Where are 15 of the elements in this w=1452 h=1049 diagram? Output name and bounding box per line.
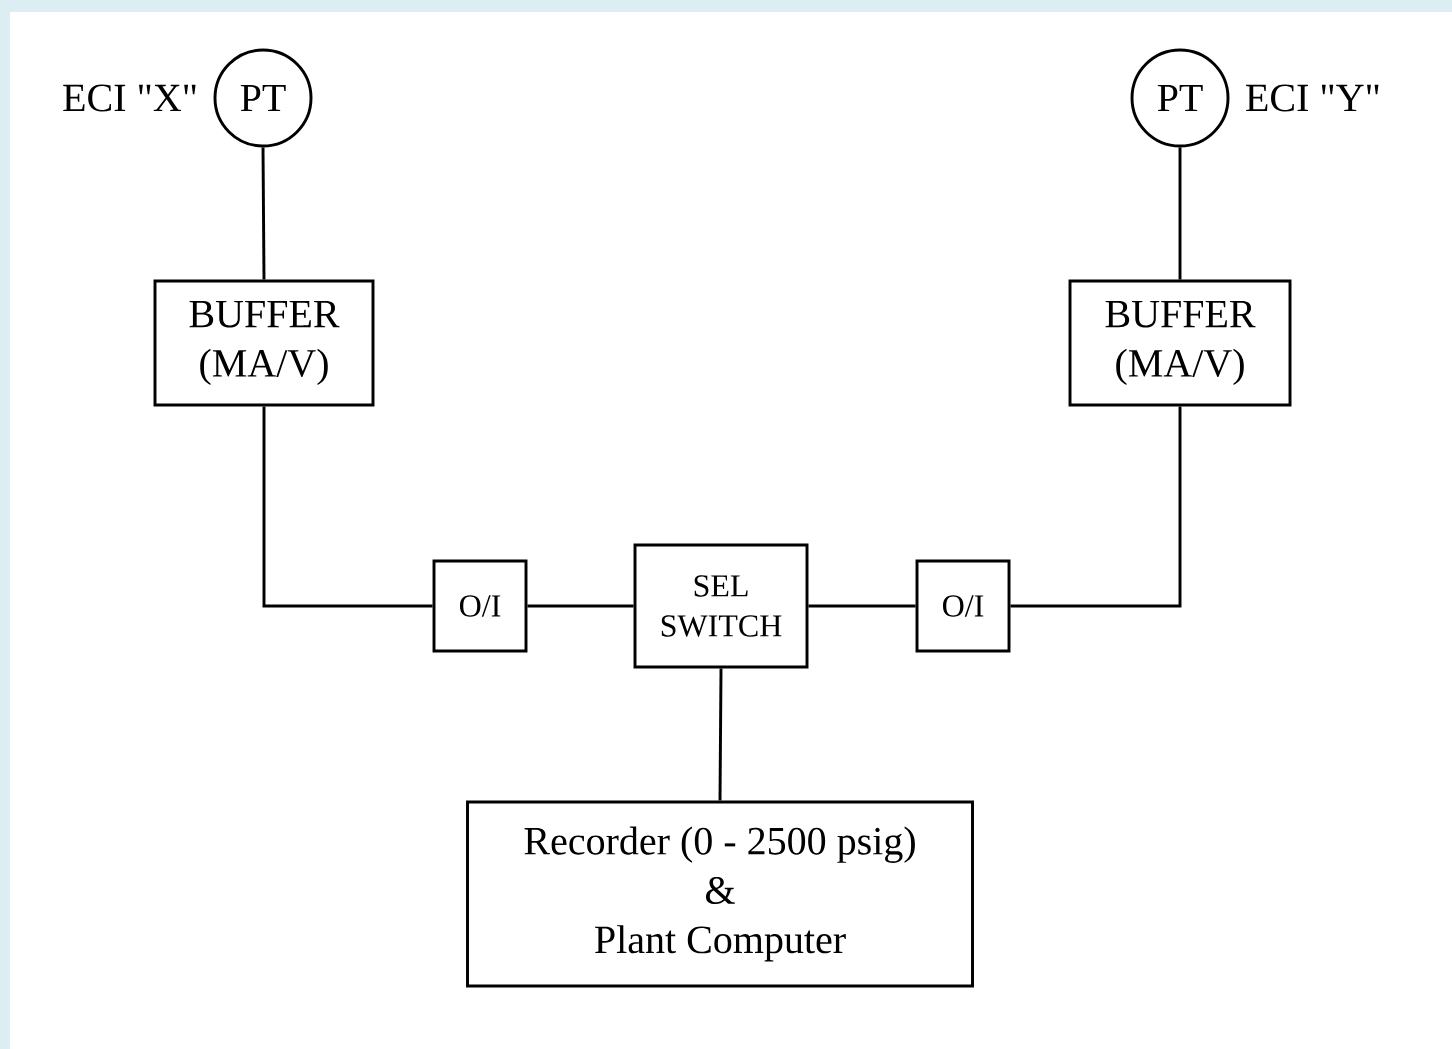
connector-line [261,147,266,280]
connector-line [808,604,916,608]
connector-line [1010,406,1182,608]
buffer-box: BUFFER (MA/V) [1068,279,1292,407]
connector-line [262,406,433,608]
converter-box: O/I [915,559,1011,653]
recorder-box: Recorder (0 - 2500 psig) & Plant Computer [466,800,974,988]
buffer-box: BUFFER (MA/V) [153,279,375,407]
switch-box: SEL SWITCH [633,543,809,669]
tag-label: ECI "X" [63,84,196,112]
converter-box: O/I [432,559,528,653]
connector-line [527,604,634,608]
connector-line [1178,147,1182,280]
connector-line [718,668,723,801]
tag-label: ECI "Y" [1246,84,1379,112]
